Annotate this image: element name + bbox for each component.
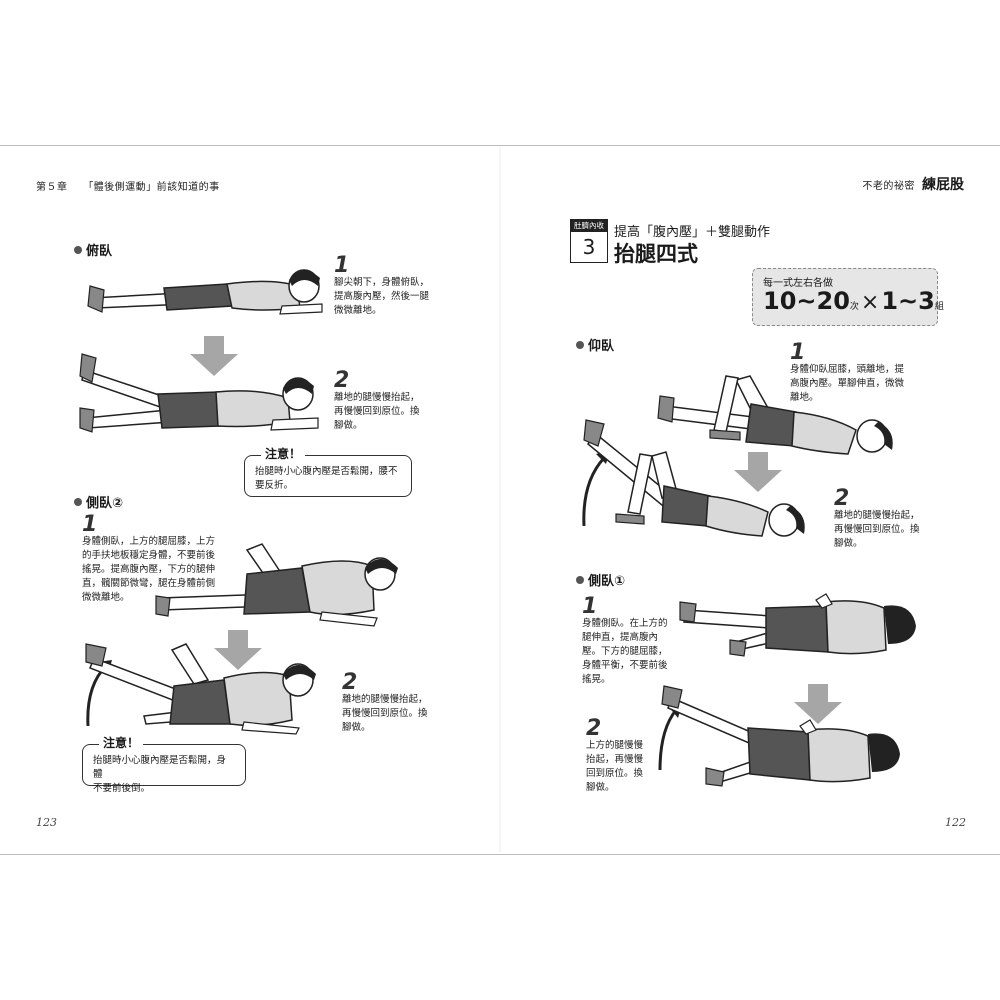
exercise-figure-illustration xyxy=(152,540,412,630)
left-page-header: 第５章 「體後側運動」前該知道的事 xyxy=(36,178,220,193)
reps-caption: 每一式左右各做 xyxy=(763,278,833,289)
section-heading-supine: 仰臥 xyxy=(576,335,614,354)
step-number: 2 xyxy=(586,716,602,741)
step-number: 2 xyxy=(334,368,350,393)
step-number: 1 xyxy=(582,594,598,619)
exercise-figure-illustration xyxy=(82,256,332,326)
section-heading-side-1: 側臥① xyxy=(576,570,625,589)
page-number-right: 122 xyxy=(945,816,966,829)
section-heading-prone: 俯臥 xyxy=(74,240,112,259)
step-text: 離地的腿慢慢抬起， 再慢慢回到原位。換 腳做。 xyxy=(342,694,428,733)
right-page-header: 不老的祕密 練屁股 xyxy=(862,174,964,194)
bullet-dot xyxy=(74,498,82,506)
exercise-figure-illustration xyxy=(582,414,822,546)
step-text: 離地的腿慢慢抬起， 再慢慢回到原位。換 腳做。 xyxy=(334,392,420,431)
step-text: 腳尖朝下，身體俯臥， 提高腹內壓，然後一腿 微微離地。 xyxy=(334,277,430,316)
chapter-number: 第５章 xyxy=(36,182,68,193)
exercise-figure-illustration xyxy=(676,592,926,662)
down-arrow-icon xyxy=(190,336,238,376)
down-arrow-icon xyxy=(794,684,842,724)
step-badge: 肚臍內收 3 xyxy=(570,219,608,263)
exercise-title: 抬腿四式 xyxy=(614,242,698,266)
chapter-title: 「體後側運動」前該知道的事 xyxy=(83,182,220,193)
step-text: 上方的腿慢慢 抬起，再慢慢 回到原位。換 腳做。 xyxy=(586,740,644,793)
reps-box: 每一式左右各做 10~20次×1~3組 xyxy=(752,268,944,326)
spine-divider xyxy=(499,146,501,852)
down-arrow-icon xyxy=(734,452,782,492)
down-arrow-icon xyxy=(214,630,262,670)
step-number: 1 xyxy=(82,512,98,537)
page-number-left: 123 xyxy=(36,816,57,829)
exercise-figure-illustration xyxy=(78,350,328,442)
step-number: 1 xyxy=(790,340,806,365)
note-title: 注意！ xyxy=(99,736,144,750)
note-title: 注意！ xyxy=(261,447,306,461)
reps-range: 10~20 xyxy=(763,287,850,315)
reps-detail: 10~20次×1~3組 xyxy=(763,287,944,315)
step-text: 身體側臥，上方的腿屈膝，上方 的手扶地板穩定身體，不要前後 搖晃。提高腹內壓，下… xyxy=(82,536,216,603)
exercise-subtitle: 提高「腹內壓」＋雙腿動作 xyxy=(614,225,771,240)
exercise-figure-illustration xyxy=(656,370,900,462)
book-title-small: 不老的祕密 xyxy=(862,181,915,192)
reps-sets: 1~3 xyxy=(881,287,935,315)
bullet-dot xyxy=(576,341,584,349)
caution-note: 注意！ 抬腿時小心腹內壓是否鬆開，身體 不要前後倒。 xyxy=(82,736,246,794)
caution-note: 注意！ 抬腿時小心腹內壓是否鬆開，腰不 要反折。 xyxy=(244,447,412,497)
book-title-big: 練屁股 xyxy=(922,177,964,193)
badge-number: 3 xyxy=(582,235,596,259)
bullet-dot xyxy=(74,246,82,254)
bullet-dot xyxy=(576,576,584,584)
step-number: 2 xyxy=(342,670,358,695)
exercise-figure-illustration xyxy=(660,684,910,788)
step-number: 2 xyxy=(834,486,850,511)
badge-label: 肚臍內收 xyxy=(571,220,607,232)
section-heading-side-2: 側臥② xyxy=(74,492,123,511)
step-text: 身體側臥。在上方的 腿伸直，提高腹內 壓。下方的腿屈膝， 身體平衡，不要前後 搖… xyxy=(582,618,668,685)
exercise-figure-illustration xyxy=(84,640,334,736)
step-text: 離地的腿慢慢抬起， 再慢慢回到原位。換 腳做。 xyxy=(834,510,920,549)
step-number: 1 xyxy=(334,253,350,278)
step-text: 身體仰臥屈膝，頭離地，提 高腹內壓。單腳伸直，微微 離地。 xyxy=(790,364,905,403)
